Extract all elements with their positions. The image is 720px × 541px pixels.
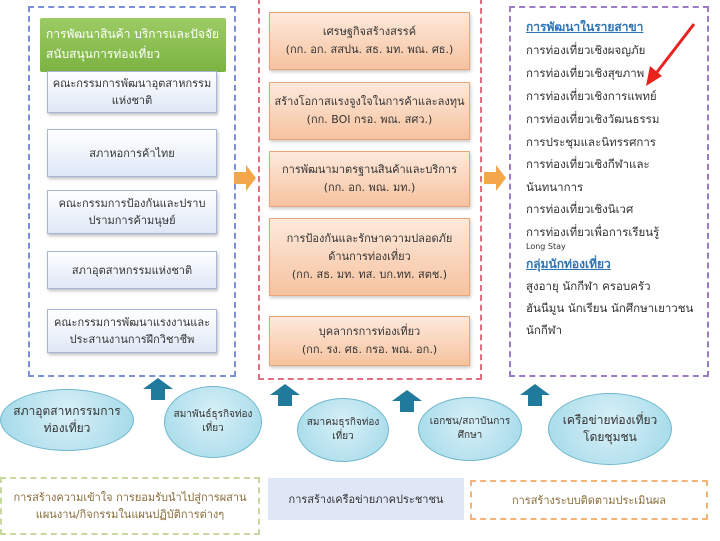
strategy-panel: เศรษฐกิจสร้างสรรค์ (กก. อก. สสปน. สธ. มท… — [258, 0, 482, 380]
investment-incentive-box: สร้างโอกาสแรงจูงใจในการค้าและลงทุน (กก. … — [269, 82, 470, 140]
industrial-dev-committee-box: คณะกรรมการพัฒนาอุตสาหกรรมแห่งชาติ — [47, 71, 217, 113]
tourism-federation-oval: สมาพันธ์ธุรกิจท่องเที่ยว — [164, 386, 262, 458]
sector-development-heading: การพัฒนาในรายสาขา — [526, 20, 644, 34]
sector-item: การท่องเที่ยวเชิงการแพทย์ — [526, 89, 657, 103]
sector-item: การท่องเที่ยวเชิงนิเวศ — [526, 202, 634, 216]
community-network-oval: เครือข่ายท่องเที่ยวโดยชุมชน — [548, 393, 672, 465]
evaluation-box: การสร้างระบบติดตามประเมินผล — [470, 480, 708, 520]
up-arrow-icon — [270, 384, 300, 406]
creative-economy-title: เศรษฐกิจสร้างสรรค์ — [322, 25, 417, 38]
up-arrow-icon — [392, 390, 422, 412]
red-pointer-arrow-icon — [646, 23, 696, 86]
long-stay-note: Long Stay — [526, 242, 566, 251]
personnel-title: บุคลากรการท่องเที่ยว — [318, 325, 421, 338]
safety-agencies: (กก. สธ. มท. ทส. บก.ทท. สตช.) — [291, 268, 448, 281]
sector-item: นันทนาการ — [526, 180, 584, 194]
sector-item: การท่องเที่ยวเชิงกีฬาและ — [526, 157, 650, 171]
sector-item: การท่องเที่ยวเชิงสุขภาพ — [526, 66, 645, 80]
standards-title: การพัฒนามาตรฐานสินค้าและบริการ — [281, 163, 458, 176]
industries-federation-box: สภาอุตสาหกรรมแห่งชาติ — [47, 251, 217, 289]
tourist-groups-heading: กลุ่มนักท่องเที่ยว — [526, 257, 611, 271]
creative-economy-box: เศรษฐกิจสร้างสรรค์ (กก. อก. สสปน. สธ. มท… — [269, 12, 470, 70]
tourism-industry-council-oval: สภาอุตสาหกรรมการท่องเที่ยว — [0, 389, 134, 451]
up-arrow-icon — [520, 384, 550, 406]
public-network-box: การสร้างเครือข่ายภาคประชาชน — [268, 478, 464, 520]
safety-title: การป้องกันและรักษาความปลอดภัยด้านการท่อง… — [286, 232, 453, 263]
standards-box: การพัฒนามาตรฐานสินค้าและบริการ (กก. อก. … — [269, 151, 470, 207]
right-arrow-icon — [234, 165, 256, 191]
personnel-agencies: (กก. รง. ศธ. กรอ. พณ. อก.) — [301, 343, 438, 356]
sector-item: การท่องเที่ยวเพื่อการเรียนรู้ — [526, 225, 660, 239]
right-arrow-icon — [484, 165, 506, 191]
up-arrow-icon — [143, 378, 173, 400]
tourist-group-line: นักกีฬา — [526, 323, 563, 337]
private-education-oval: เอกชน/สถาบันการศึกษา — [418, 397, 522, 461]
support-factors-panel: การพัฒนาสินค้า บริการและปัจจัยสนับสนุนกา… — [28, 6, 236, 377]
investment-incentive-title: สร้างโอกาสแรงจูงใจในการค้าและลงทุน — [274, 95, 465, 108]
labour-dev-committee-box: คณะกรรมการพัฒนาแรงงานและประสานงานการฝึกว… — [47, 309, 217, 353]
sector-item: การท่องเที่ยวเชิงวัฒนธรรม — [526, 112, 660, 126]
tourist-group-line: สูงอายุ นักกีฬา ครอบครัว — [526, 279, 651, 293]
thai-chamber-box: สภาหอการค้าไทย — [47, 129, 217, 177]
investment-incentive-agencies: (กก. BOI กรอ. พณ. สศว.) — [306, 113, 433, 126]
sector-panel: การพัฒนาในรายสาขา การท่องเที่ยวเชิงผจญภั… — [509, 6, 709, 377]
creative-economy-agencies: (กก. อก. สสปน. สธ. มท. พณ. ศธ.) — [285, 43, 454, 56]
support-factors-title: การพัฒนาสินค้า บริการและปัจจัยสนับสนุนกา… — [40, 18, 226, 72]
sector-item: การท่องเที่ยวเชิงผจญภัย — [526, 43, 646, 57]
tourist-group-line: ฮันนีมูน นักเรียน นักศึกษาเยาวชน — [526, 301, 694, 315]
understanding-box: การสร้างความเข้าใจ การยอมรับนำไปสู่การผส… — [0, 477, 260, 535]
standards-agencies: (กก. อก. พณ. มท.) — [323, 181, 416, 194]
sector-item: การประชุมและนิทรรศการ — [526, 135, 656, 149]
tourism-association-oval: สมาคมธุรกิจท่องเที่ยว — [297, 398, 389, 462]
personnel-box: บุคลากรการท่องเที่ยว (กก. รง. ศธ. กรอ. พ… — [269, 316, 470, 366]
safety-box: การป้องกันและรักษาความปลอดภัยด้านการท่อง… — [269, 218, 470, 296]
anti-trafficking-committee-box: คณะกรรมการป้องกันและปราบปรามการค้ามนุษย์ — [47, 190, 217, 234]
